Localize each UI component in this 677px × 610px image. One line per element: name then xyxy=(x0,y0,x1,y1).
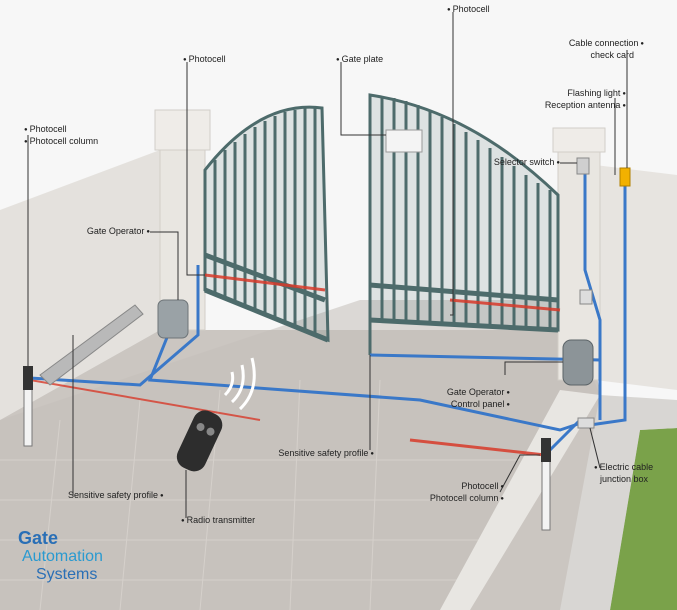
right-wall xyxy=(595,165,677,390)
label-photocell-left-top: Photocell xyxy=(183,54,226,67)
label-junction-box: junction box xyxy=(600,474,649,484)
gate-plate xyxy=(385,129,423,153)
label-control-panel: Control panel xyxy=(420,399,510,412)
left-gate-leaf xyxy=(203,105,330,343)
label-photocell-bottom: Photocell xyxy=(410,481,504,494)
label-photocell-column-left: Photocell column xyxy=(24,136,99,149)
gate-automation-systems-logo: Gate Automation Systems xyxy=(18,528,138,598)
photocell-beam-left xyxy=(29,379,261,421)
photocell-beam-top xyxy=(204,273,326,292)
label-photocell-top: Photocell xyxy=(447,4,490,17)
label-selector-switch: Selector switch xyxy=(470,157,560,170)
cable-check-card xyxy=(579,289,593,305)
label-photocell-left: Photocell xyxy=(24,124,67,137)
label-cable-connection: Cable connection xyxy=(550,38,644,51)
radio-transmitter xyxy=(176,410,223,472)
sensitive-safety-profile-bar xyxy=(39,304,144,386)
leader-lines xyxy=(27,12,628,518)
label-check-card: check card xyxy=(590,50,634,60)
left-gate-operator xyxy=(157,299,189,339)
right-gate-operator xyxy=(562,339,594,386)
label-sensitive-profile-mid: Sensitive safety profile xyxy=(250,448,374,461)
flashing-light xyxy=(619,167,631,187)
signal-waves-icon xyxy=(223,357,256,411)
junction-box xyxy=(577,417,595,429)
selector-switch xyxy=(576,157,590,175)
label-gate-plate: Gate plate xyxy=(336,54,384,67)
label-photocell-column-bottom: Photocell column xyxy=(400,493,504,506)
label-gate-operator-right: Gate Operator xyxy=(420,387,510,400)
label-gate-operator-left: Gate Operator xyxy=(60,226,150,239)
label-flashing-light: Flashing light xyxy=(540,88,626,101)
label-radio-transmitter: Radio transmitter xyxy=(181,515,256,528)
label-sensitive-profile-left: Sensitive safety profile xyxy=(68,490,164,503)
logo-line-2: Automation xyxy=(22,548,103,565)
photocell-beam-bottom xyxy=(409,438,546,457)
logo-line-1: Gate xyxy=(18,528,59,548)
logo-line-3: Systems xyxy=(36,566,98,583)
label-electric-cable: Electric cable xyxy=(594,462,654,475)
label-reception-antenna: Reception antenna xyxy=(530,100,626,113)
grass xyxy=(610,428,677,610)
